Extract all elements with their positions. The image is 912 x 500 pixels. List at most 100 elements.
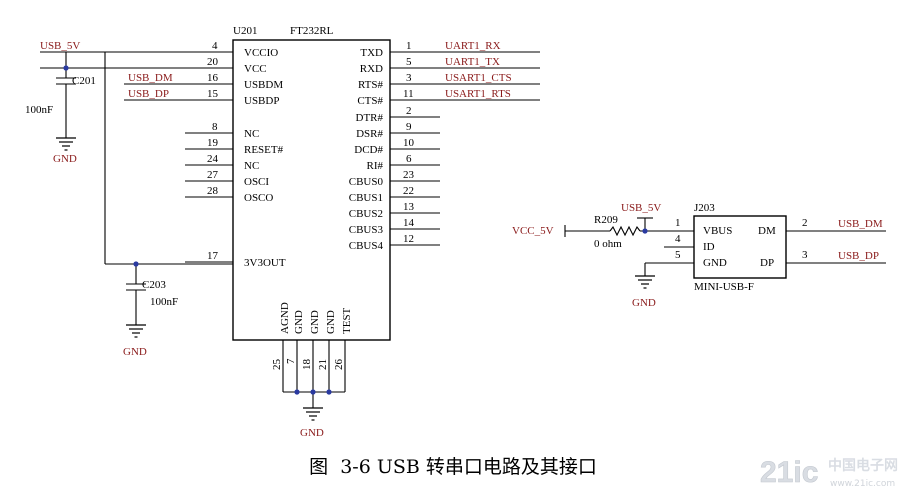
u201-pin-name: 3V3OUT xyxy=(244,257,286,269)
u201-pin-num: 3 xyxy=(406,72,412,84)
u201-pin-num: 12 xyxy=(403,233,414,245)
j203-pin-name: GND xyxy=(703,257,727,269)
u201-pin-num: 10 xyxy=(403,137,415,149)
j203-pin-num: 1 xyxy=(675,217,681,229)
u201-pin-name: AGND xyxy=(279,302,291,334)
r209-value: 0 ohm xyxy=(594,238,622,250)
u201-pin-num: 2 xyxy=(406,105,412,117)
u201-pin-num: 11 xyxy=(403,88,414,100)
u201-pin-num: 13 xyxy=(403,201,415,213)
j203-pin-num: 2 xyxy=(802,217,808,229)
c203-value: 100nF xyxy=(150,296,178,308)
j203-pin-name: DM xyxy=(758,225,776,237)
u201-pin-name: GND xyxy=(309,310,321,334)
u201-pin-num: 18 xyxy=(301,359,313,371)
u201-bottom-pin-numbers: 25 7 18 21 26 xyxy=(271,358,345,370)
u201-pin-num: 28 xyxy=(207,185,219,197)
u201-pin-num: 24 xyxy=(207,153,219,165)
u201-pin-name: NC xyxy=(244,160,259,172)
u201-pin-name: VCCIO xyxy=(244,47,278,59)
caption-num: 3-6 xyxy=(340,456,371,478)
j203-pin-name: ID xyxy=(703,241,715,253)
u201-left-pin-numbers: 4 20 16 15 8 19 24 27 28 17 xyxy=(207,40,219,262)
gnd-label: GND xyxy=(53,153,77,165)
watermark-site: 21ic xyxy=(760,456,818,489)
u201-pin-num: 14 xyxy=(403,217,415,229)
u201-pin-num: 9 xyxy=(406,121,412,133)
watermark-url: www.21ic.com xyxy=(830,479,895,489)
u201-ref: U201 xyxy=(233,25,257,37)
u201-bottom-pin-names: AGND GND GND GND TEST xyxy=(279,302,353,334)
u201-pin-name: GND xyxy=(293,310,305,334)
u201-right-pin-names: TXD RXD RTS# CTS# DTR# DSR# DCD# RI# CBU… xyxy=(349,47,384,252)
c203-ref: C203 xyxy=(142,279,166,291)
gnd-label: GND xyxy=(300,427,324,439)
u201-body xyxy=(232,39,391,341)
u201-pin-num: 27 xyxy=(207,169,219,181)
net-label-usbdp-right: USB_DP xyxy=(838,250,879,262)
gnd-label: GND xyxy=(123,346,147,358)
gnd-label: GND xyxy=(632,297,656,309)
u201-chip: U201 FT232RL 4 20 16 15 8 19 24 27 28 17 xyxy=(185,25,440,439)
u201-pin-num: 5 xyxy=(406,56,412,68)
gnd-symbol xyxy=(634,275,656,289)
u201-pin-name: USBDM xyxy=(244,79,283,91)
uart-wiring xyxy=(440,51,540,101)
net-label-usb5v-left: USB_5V xyxy=(40,40,80,52)
u201-pin-num: 23 xyxy=(403,169,415,181)
watermark-cn: 中国电子网 xyxy=(828,457,898,474)
net-label-vcc5v: VCC_5V xyxy=(512,225,554,237)
u201-right-pins xyxy=(390,51,440,246)
u201-pin-name: USBDP xyxy=(244,95,279,107)
left-junctions xyxy=(63,65,139,267)
j203-pin-num: 4 xyxy=(675,233,681,245)
j203-connector: J203 MINI-USB-F VBUS ID GND DM DP 1 4 5 … xyxy=(675,202,808,293)
net-label-usbdm-right: USB_DM xyxy=(838,218,883,230)
u201-pin-num: 1 xyxy=(406,40,412,52)
u201-pin-name: CBUS1 xyxy=(349,192,383,204)
net-label-usbdm-left: USB_DM xyxy=(128,72,173,84)
gnd-symbol xyxy=(302,407,324,421)
net-label-uart-rx: UART1_RX xyxy=(445,40,501,52)
r209-ref: R209 xyxy=(594,214,618,226)
u201-pin-name: CBUS0 xyxy=(349,176,384,188)
junction-dot xyxy=(642,228,648,234)
u201-pin-name: OSCI xyxy=(244,176,269,188)
u201-pin-name: CBUS2 xyxy=(349,208,383,220)
c201-capacitor: C201 100nF xyxy=(25,75,96,116)
u201-pin-num: 4 xyxy=(212,40,218,52)
c201-value: 100nF xyxy=(25,104,53,116)
j203-part: MINI-USB-F xyxy=(694,281,754,293)
u201-pin-num: 26 xyxy=(333,359,345,371)
u201-pin-name: RTS# xyxy=(358,79,384,91)
u201-pin-name: DSR# xyxy=(356,128,383,140)
net-label-uart-rts: USART1_RTS xyxy=(445,88,511,100)
u201-pin-name: CTS# xyxy=(357,95,383,107)
u201-pin-num: 7 xyxy=(285,358,297,364)
u201-pin-name: CBUS4 xyxy=(349,240,384,252)
j203-pin-name: DP xyxy=(760,257,774,269)
net-label-usb5v-right: USB_5V xyxy=(621,202,661,214)
net-label-uart-tx: UART1_TX xyxy=(445,56,500,68)
u201-pin-name: CBUS3 xyxy=(349,224,384,236)
u201-pin-num: 16 xyxy=(207,72,219,84)
u201-pin-name: OSCO xyxy=(244,192,273,204)
u201-pin-name: TXD xyxy=(360,47,383,59)
c203-capacitor: C203 100nF xyxy=(142,279,178,308)
j203-ref: J203 xyxy=(694,202,715,214)
j203-pin-name: VBUS xyxy=(703,225,732,237)
u201-pin-name: TEST xyxy=(341,307,353,334)
u201-pin-num: 8 xyxy=(212,121,218,133)
u201-pin-name: DCD# xyxy=(354,144,383,156)
u201-pin-num: 25 xyxy=(271,359,283,371)
u201-bottom-pins xyxy=(282,340,346,408)
gnd-symbol xyxy=(55,137,77,151)
r209-resistor: R209 0 ohm xyxy=(594,214,622,250)
u201-pin-num: 15 xyxy=(207,88,219,100)
u201-pin-name: RESET# xyxy=(244,144,284,156)
u201-pin-name: DTR# xyxy=(356,112,384,124)
net-label-usbdp-left: USB_DP xyxy=(128,88,169,100)
u201-part: FT232RL xyxy=(290,25,334,37)
u201-pin-name: VCC xyxy=(244,63,267,75)
